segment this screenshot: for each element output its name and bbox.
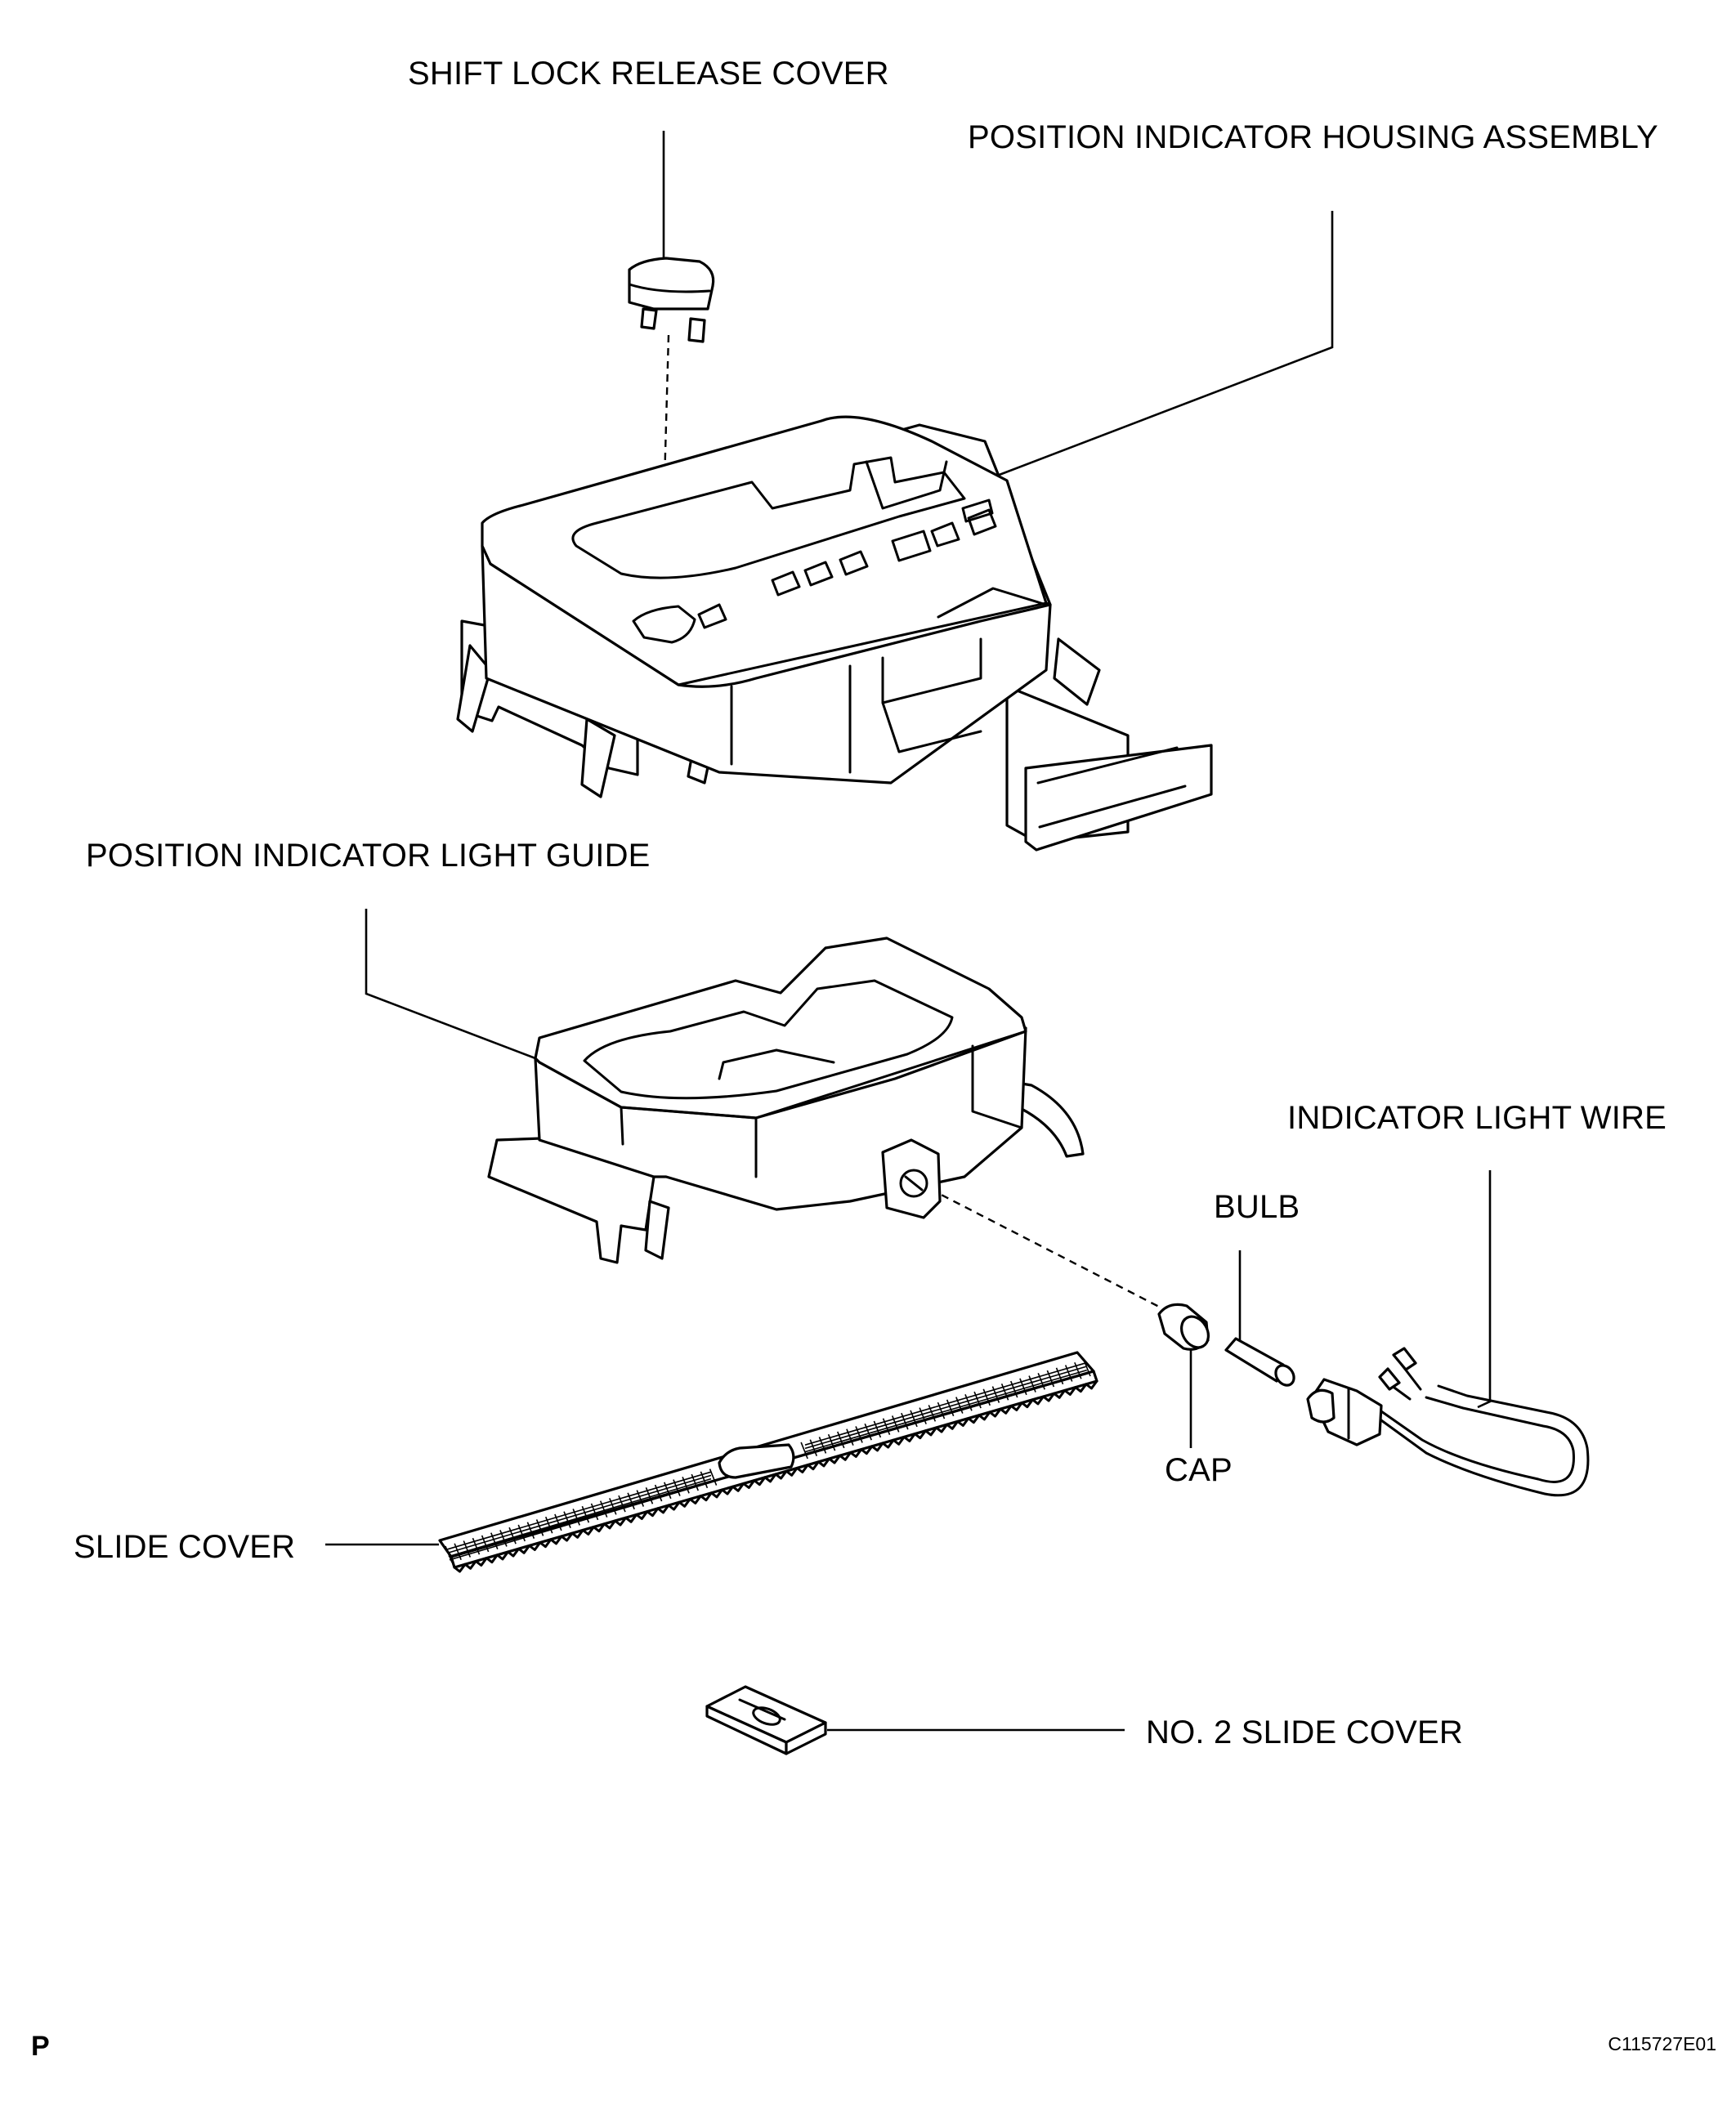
slide-cover-teeth	[453, 1379, 1098, 1573]
position-indicator-housing-part	[456, 415, 1213, 852]
label-position-indicator-housing-assembly: POSITION INDICATOR HOUSING ASSEMBLY	[968, 119, 1658, 155]
assembly-line-cap	[929, 1187, 1161, 1309]
label-slide-cover: SLIDE COVER	[74, 1529, 296, 1565]
slide-cover-part	[438, 1351, 1098, 1573]
leader-indicator-light-wire	[1477, 1170, 1492, 1409]
cap-part	[1157, 1303, 1210, 1351]
indicator-light-wire-part	[1306, 1347, 1590, 1497]
bulb-part	[1224, 1337, 1295, 1387]
label-indicator-light-wire: INDICATOR LIGHT WIRE	[1287, 1100, 1667, 1136]
label-bulb: BULB	[1214, 1189, 1300, 1225]
shift-lock-release-cover-part	[628, 257, 715, 343]
shift-position-marks	[697, 498, 997, 629]
label-no2-slide-cover: NO. 2 SLIDE COVER	[1146, 1714, 1463, 1750]
label-cap: CAP	[1165, 1452, 1233, 1488]
leader-lines	[325, 131, 1492, 1732]
no2-slide-cover-part	[705, 1685, 827, 1755]
slide-cover-ribs	[445, 1359, 1091, 1563]
position-indicator-light-guide-part	[487, 937, 1085, 1264]
leader-position-indicator-housing	[996, 211, 1334, 477]
leader-position-indicator-light-guide	[365, 909, 536, 1060]
corner-mark: P	[31, 2031, 50, 2062]
figure-code: C115727E01	[1608, 2033, 1716, 2054]
label-shift-lock-release-cover: SHIFT LOCK RELEASE COVER	[408, 56, 889, 92]
label-position-indicator-light-guide: POSITION INDICATOR LIGHT GUIDE	[86, 838, 651, 874]
